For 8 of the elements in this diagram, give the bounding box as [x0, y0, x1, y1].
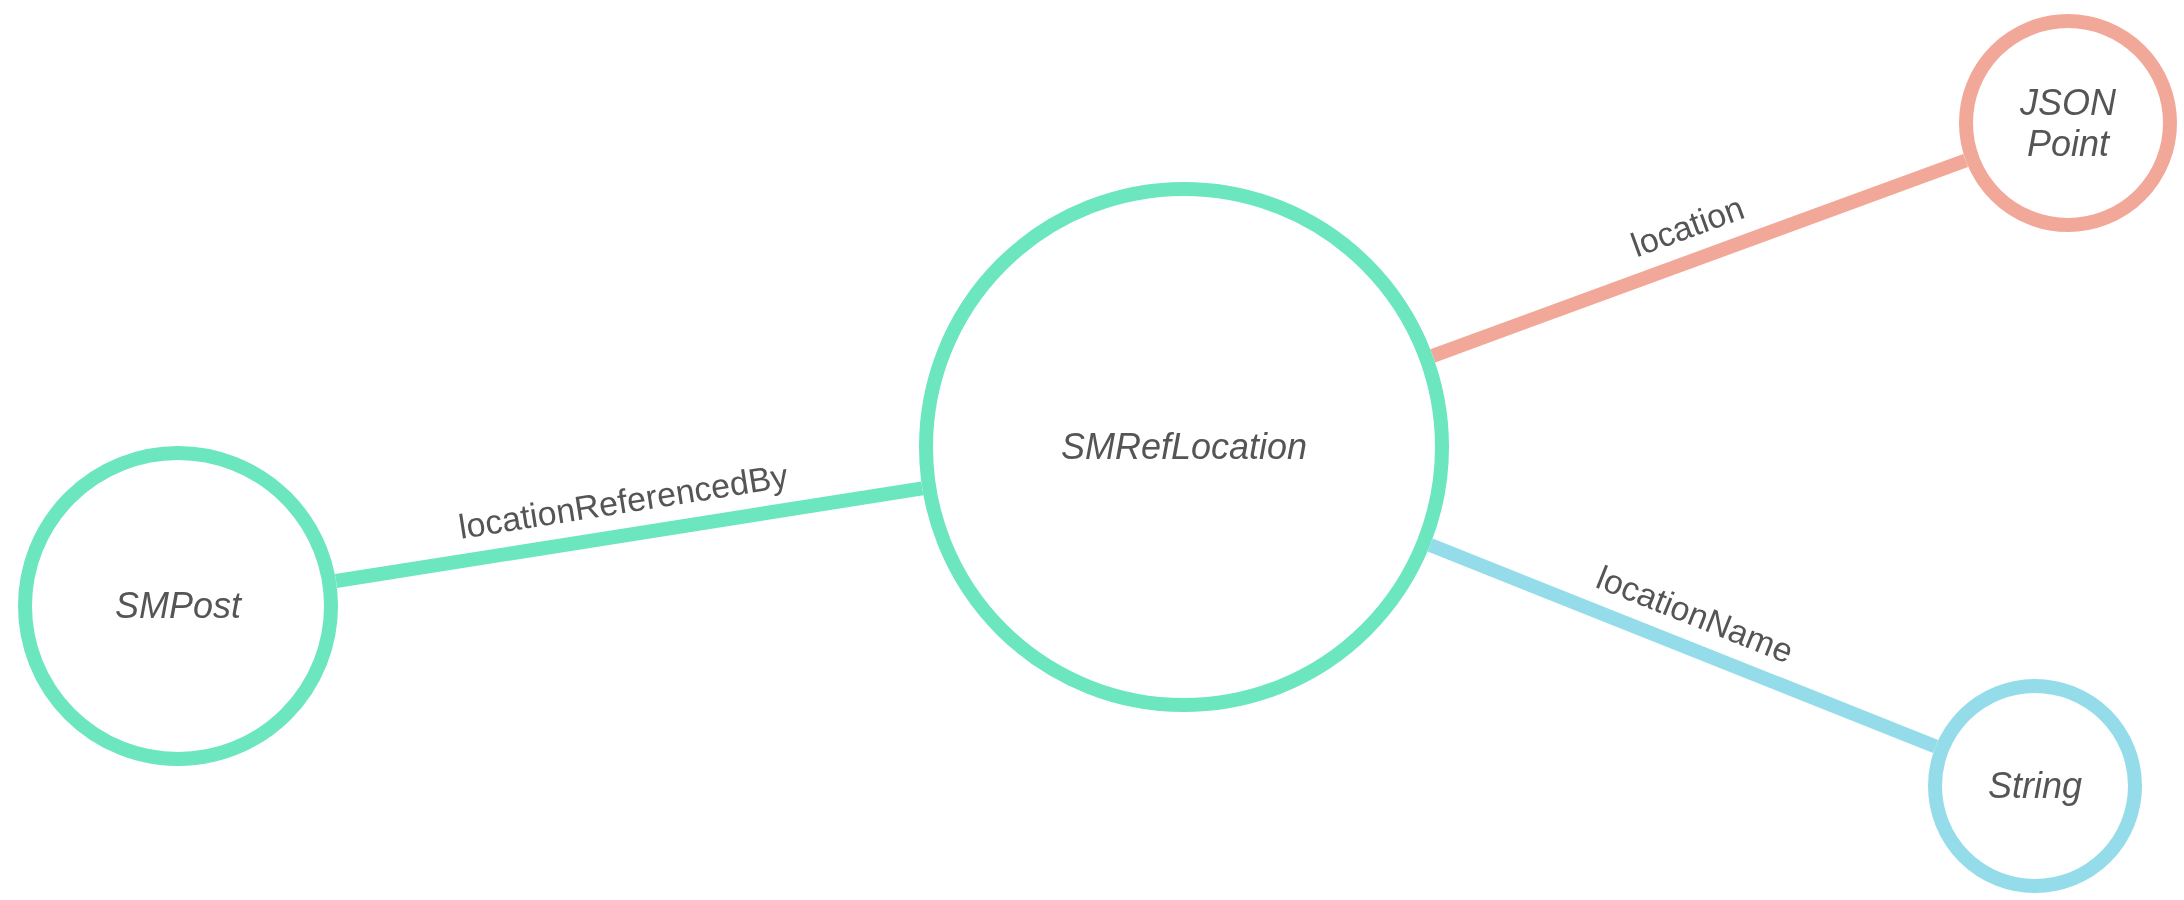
connector-line	[334, 481, 924, 588]
connector-line	[1427, 538, 1939, 753]
edge-label: location	[1625, 187, 1750, 265]
node-label: SMRefLocation	[1060, 426, 1308, 468]
connector-line	[1430, 153, 1969, 363]
node-label: JSON Point	[2019, 81, 2117, 165]
node-label: String	[1987, 765, 2082, 807]
node-label: SMPost	[114, 585, 241, 627]
